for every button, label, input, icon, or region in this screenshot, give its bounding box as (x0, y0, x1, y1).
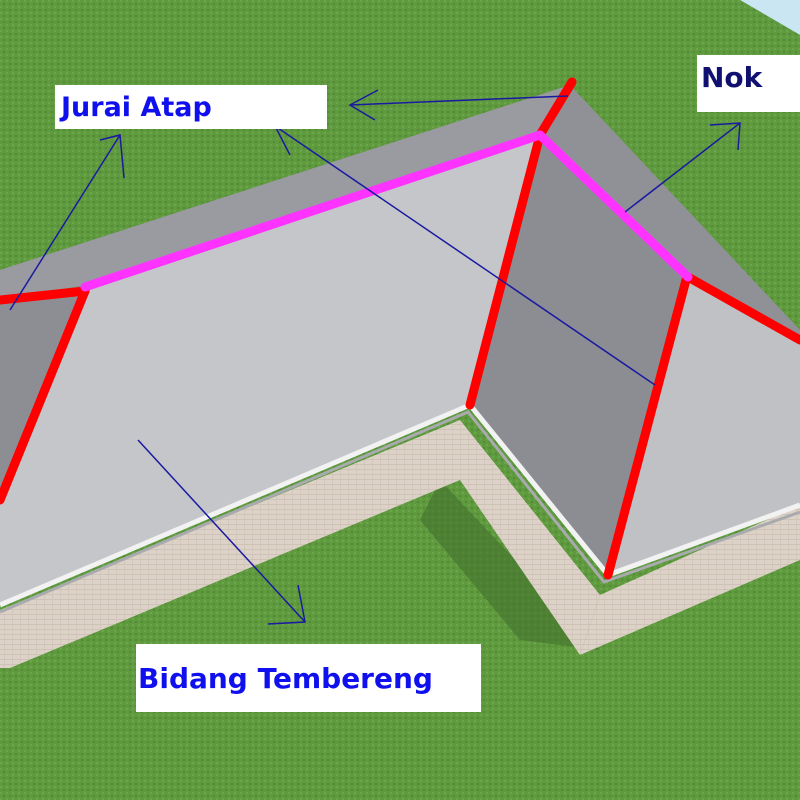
pointer-jurai-top-head (348, 89, 379, 121)
roof-eave-edge (0, 401, 800, 608)
hip-lines (0, 77, 800, 580)
label-bidang-tembereng-text: Bidang Tembereng (138, 661, 433, 695)
roof-plane-front-main (0, 135, 540, 605)
roof-eave-shadow (0, 410, 800, 614)
pointer-jurai-top (349, 95, 569, 106)
wall-front-left (0, 420, 460, 668)
hip-line-valley (465, 130, 545, 410)
pointer-jurai-left-head (99, 134, 125, 179)
hip-line-top-right (535, 77, 577, 140)
label-jurai-atap: Jurai Atap (55, 85, 327, 129)
hip-line-left (0, 286, 90, 505)
pointer-nok-head (709, 122, 741, 151)
ridge-line-main (80, 130, 545, 292)
pointer-jurai-left (9, 134, 121, 311)
pointer-nok (624, 122, 741, 213)
label-jurai-atap-text: Jurai Atap (61, 91, 212, 123)
label-bidang-tembereng: Bidang Tembereng (136, 644, 481, 712)
ridge-lines (80, 130, 693, 292)
label-nok: Nok (697, 55, 800, 112)
ridge-line-right (535, 130, 693, 282)
label-nok-text: Nok (701, 61, 763, 94)
wall-front-middle (460, 420, 600, 655)
roof-plane-back-right (540, 85, 800, 340)
pointer-jurai-right (274, 125, 656, 386)
wall-front-right (580, 505, 800, 655)
hip-line-right-back (683, 272, 800, 345)
hip-line-left-top (0, 286, 90, 305)
roof-plane-back-left (0, 85, 570, 300)
roof-plane-front-right (608, 277, 800, 575)
pointer-bidang-head (267, 584, 306, 625)
pointer-bidang (137, 439, 306, 623)
hip-line-right-front (603, 275, 691, 580)
